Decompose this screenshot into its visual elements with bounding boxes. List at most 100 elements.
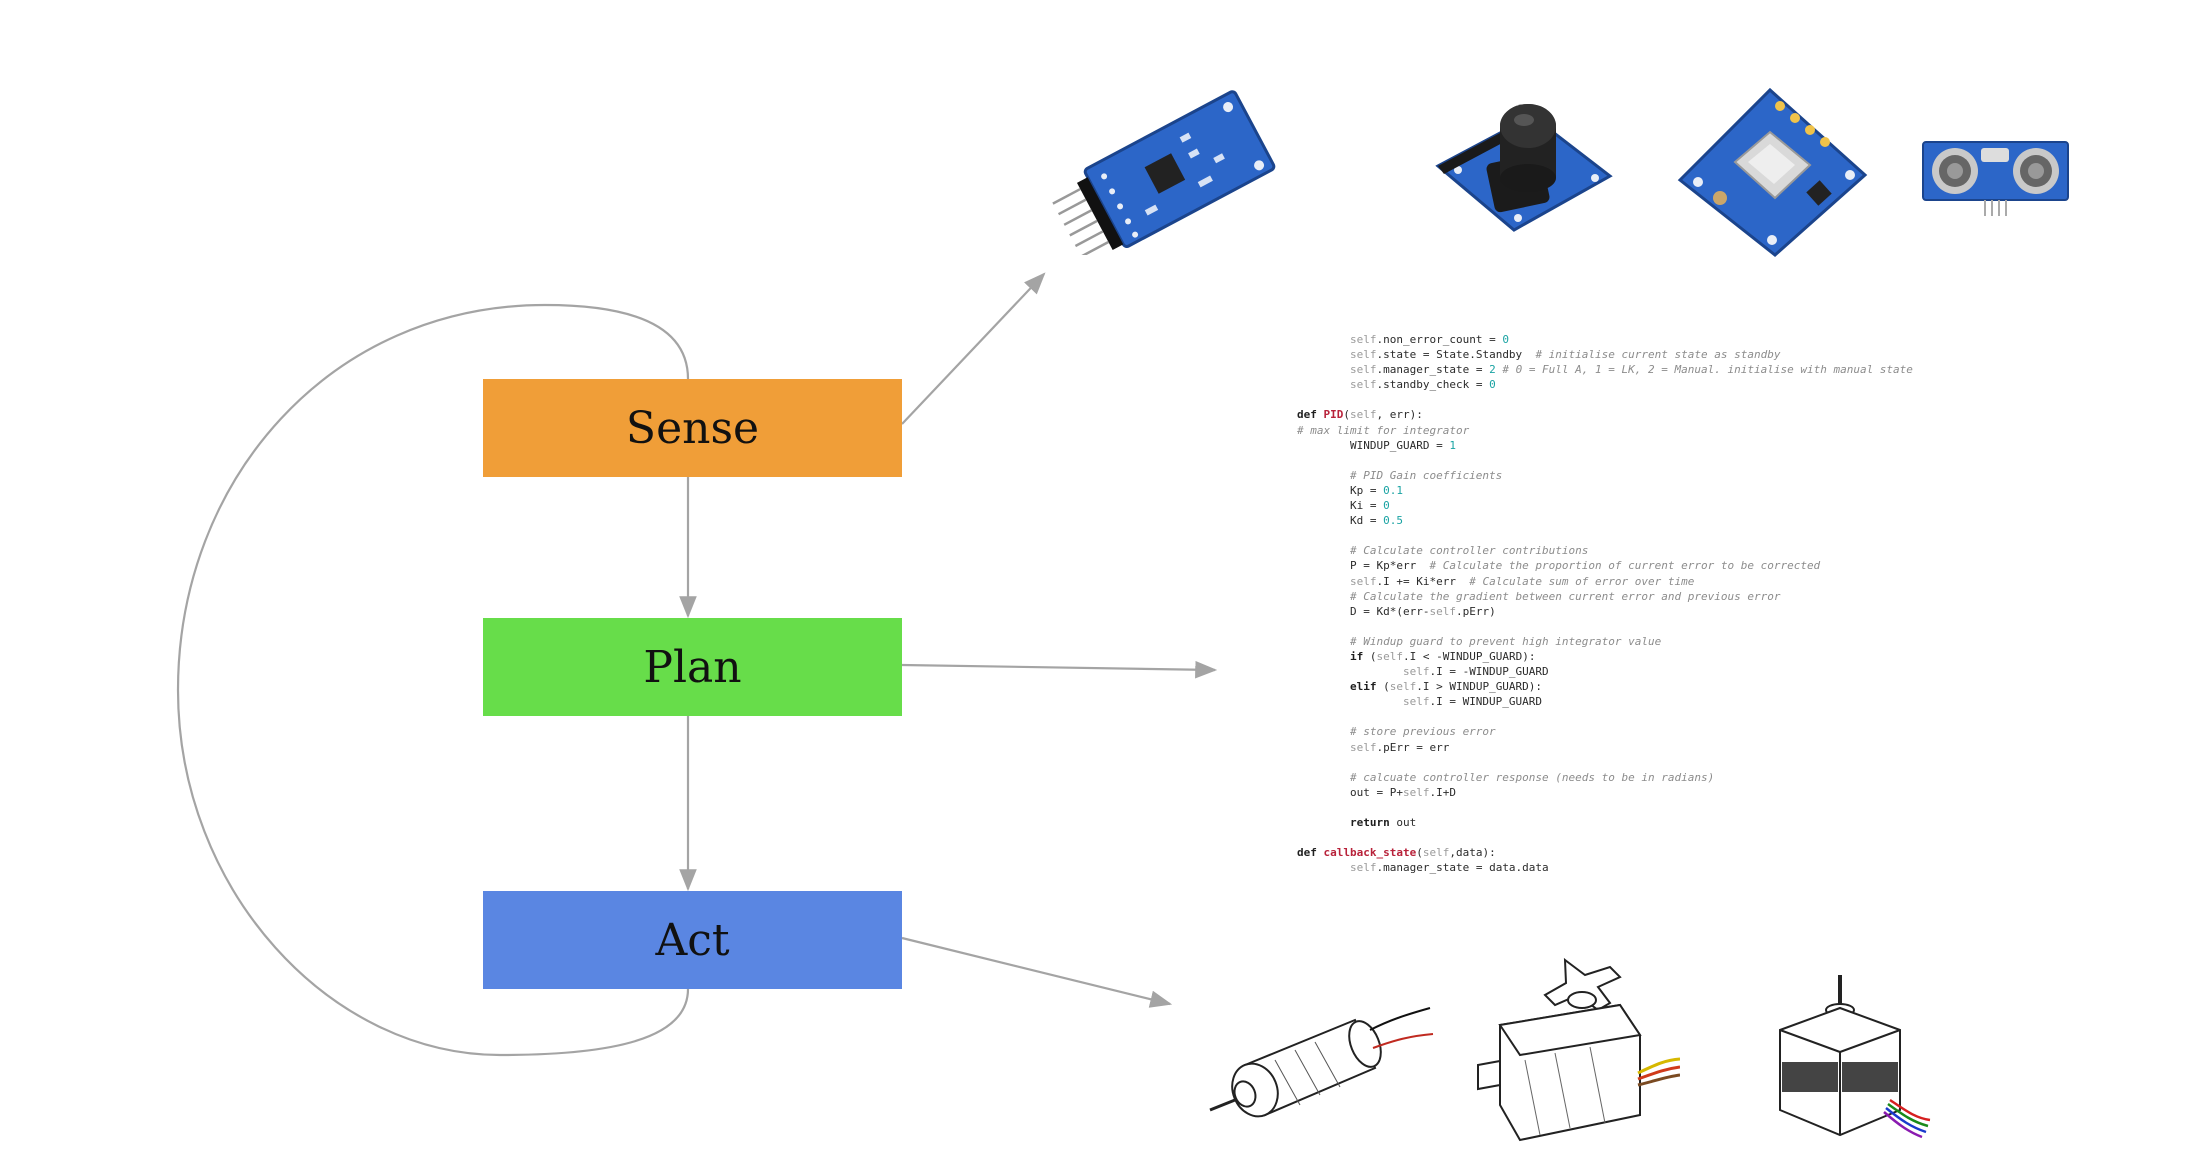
- code-token: # Calculate the proportion of current er…: [1429, 559, 1821, 573]
- code-token: self: [1297, 740, 1377, 754]
- code-line: if (self.I < -WINDUP_GUARD):: [1297, 649, 1937, 664]
- code-line: def PID(self, err):: [1297, 407, 1937, 422]
- code-token: ,data):: [1449, 846, 1496, 860]
- code-token: 0: [1489, 378, 1496, 392]
- ultrasonic-sensor-icon: [1922, 141, 2069, 216]
- code-token: .pErr): [1455, 604, 1496, 618]
- code-token: .non_error_count =: [1376, 333, 1503, 346]
- code-line: self.manager_state = 2 # 0 = Full A, 1 =…: [1297, 362, 1937, 377]
- code-token: .manager_state =: [1376, 363, 1490, 377]
- code-token: def: [1297, 846, 1324, 860]
- code-token: out = P+: [1297, 785, 1403, 799]
- act-box: Act: [483, 891, 902, 989]
- gps-module-icon: [1677, 87, 1868, 257]
- code-token: 0: [1502, 333, 1509, 346]
- code-token: def: [1297, 408, 1324, 422]
- code-line: [1297, 709, 1937, 724]
- code-line: return out: [1297, 815, 1937, 830]
- code-line: # max limit for integrator: [1297, 423, 1937, 438]
- pid-code-snippet: self.non_error_count = 0 self.state = St…: [1297, 332, 1937, 882]
- code-token: # Calculate controller contributions: [1297, 544, 1589, 558]
- code-token: self: [1376, 649, 1403, 663]
- code-line: Kd = 0.5: [1297, 513, 1937, 528]
- code-line: self.I = -WINDUP_GUARD: [1297, 664, 1937, 679]
- code-token: self: [1297, 574, 1377, 588]
- code-line: self.I = WINDUP_GUARD: [1297, 694, 1937, 709]
- code-token: .I > WINDUP_GUARD):: [1416, 680, 1543, 694]
- code-token: out: [1396, 816, 1417, 829]
- code-token: # 0 = Full A, 1 = LK, 2 = Manual. initia…: [1495, 363, 1913, 377]
- code-line: self.manager_state = data.data: [1297, 860, 1937, 875]
- code-token: self: [1422, 846, 1450, 860]
- code-token: self: [1297, 861, 1377, 875]
- code-token: Ki =: [1297, 499, 1384, 513]
- act-to-actuators-arrow: [901, 936, 1173, 1008]
- code-token: 0.5: [1383, 514, 1403, 528]
- code-token: .I < -WINDUP_GUARD):: [1402, 649, 1536, 663]
- servo-motor-icon: [1477, 957, 1680, 1142]
- code-line: P = Kp*err # Calculate the proportion of…: [1297, 558, 1937, 573]
- plan-label: Plan: [643, 641, 742, 693]
- code-token: 1: [1449, 438, 1456, 452]
- act-label: Act: [655, 914, 730, 966]
- plan-box: Plan: [483, 618, 902, 716]
- code-line: Kp = 0.1: [1297, 483, 1937, 498]
- code-line: Ki = 0: [1297, 498, 1937, 513]
- code-token: return: [1297, 816, 1397, 829]
- code-token: (: [1416, 846, 1423, 860]
- code-token: .pErr = err: [1376, 740, 1450, 754]
- code-token: .manager_state = data.data: [1376, 861, 1549, 875]
- code-line: [1297, 800, 1937, 815]
- code-token: .standby_check =: [1376, 378, 1490, 392]
- code-token: # Calculate the gradient between current…: [1297, 589, 1781, 603]
- code-token: (: [1369, 649, 1377, 663]
- code-token: (: [1383, 680, 1390, 694]
- code-token: Kd =: [1297, 514, 1384, 528]
- code-token: if: [1297, 649, 1370, 663]
- code-token: # store previous error: [1297, 725, 1496, 739]
- code-token: .I = -WINDUP_GUARD: [1429, 665, 1549, 679]
- code-token: self: [1429, 604, 1456, 618]
- code-token: self: [1297, 378, 1377, 392]
- code-line: out = P+self.I+D: [1297, 785, 1937, 800]
- plan-to-code-arrow: [901, 660, 1218, 679]
- code-line: elif (self.I > WINDUP_GUARD):: [1297, 679, 1937, 694]
- code-line: [1297, 528, 1937, 543]
- stepper-motor-icon: [1779, 975, 1931, 1139]
- feedback-loop-line: [176, 303, 690, 1057]
- code-token: self: [1297, 348, 1377, 362]
- code-token: .I = WINDUP_GUARD: [1429, 695, 1543, 709]
- code-line: [1297, 453, 1937, 468]
- code-line: self.state = State.Standby # initialise …: [1297, 347, 1937, 362]
- code-token: # initialise current state as standby: [1535, 348, 1781, 362]
- code-token: PID: [1323, 408, 1344, 422]
- code-token: , err):: [1376, 408, 1423, 422]
- code-line: WINDUP_GUARD = 1: [1297, 438, 1937, 453]
- code-token: # PID Gain coefficients: [1297, 468, 1503, 482]
- code-token: P = Kp*err: [1297, 559, 1430, 573]
- sense-label: Sense: [625, 402, 760, 454]
- code-token: Kp =: [1297, 483, 1384, 497]
- code-token: .I += Ki*err: [1376, 574, 1470, 588]
- code-line: # Calculate controller contributions: [1297, 543, 1937, 558]
- code-token: .I+D: [1429, 785, 1456, 799]
- code-token: 0: [1383, 499, 1390, 513]
- code-line: self.I += Ki*err # Calculate sum of erro…: [1297, 574, 1937, 589]
- code-line: D = Kd*(err-self.pErr): [1297, 604, 1937, 619]
- code-token: callback_state: [1323, 846, 1417, 860]
- code-line: [1297, 392, 1937, 407]
- code-token: self: [1350, 408, 1377, 422]
- code-line: [1297, 830, 1937, 845]
- dc-motor-icon: [1209, 1007, 1434, 1118]
- code-line: # PID Gain coefficients: [1297, 468, 1937, 483]
- code-line: def callback_state(self,data):: [1297, 845, 1937, 860]
- imu-module-icon: [1052, 90, 1276, 255]
- sense-to-sensors-arrow: [901, 272, 1046, 425]
- code-token: WINDUP_GUARD =: [1297, 438, 1450, 452]
- code-line: [1297, 755, 1937, 770]
- code-token: # Windup guard to prevent high integrato…: [1297, 634, 1662, 648]
- code-token: elif: [1297, 680, 1384, 694]
- code-line: self.standby_check = 0: [1297, 377, 1937, 392]
- code-line: self.non_error_count = 0: [1297, 332, 1937, 347]
